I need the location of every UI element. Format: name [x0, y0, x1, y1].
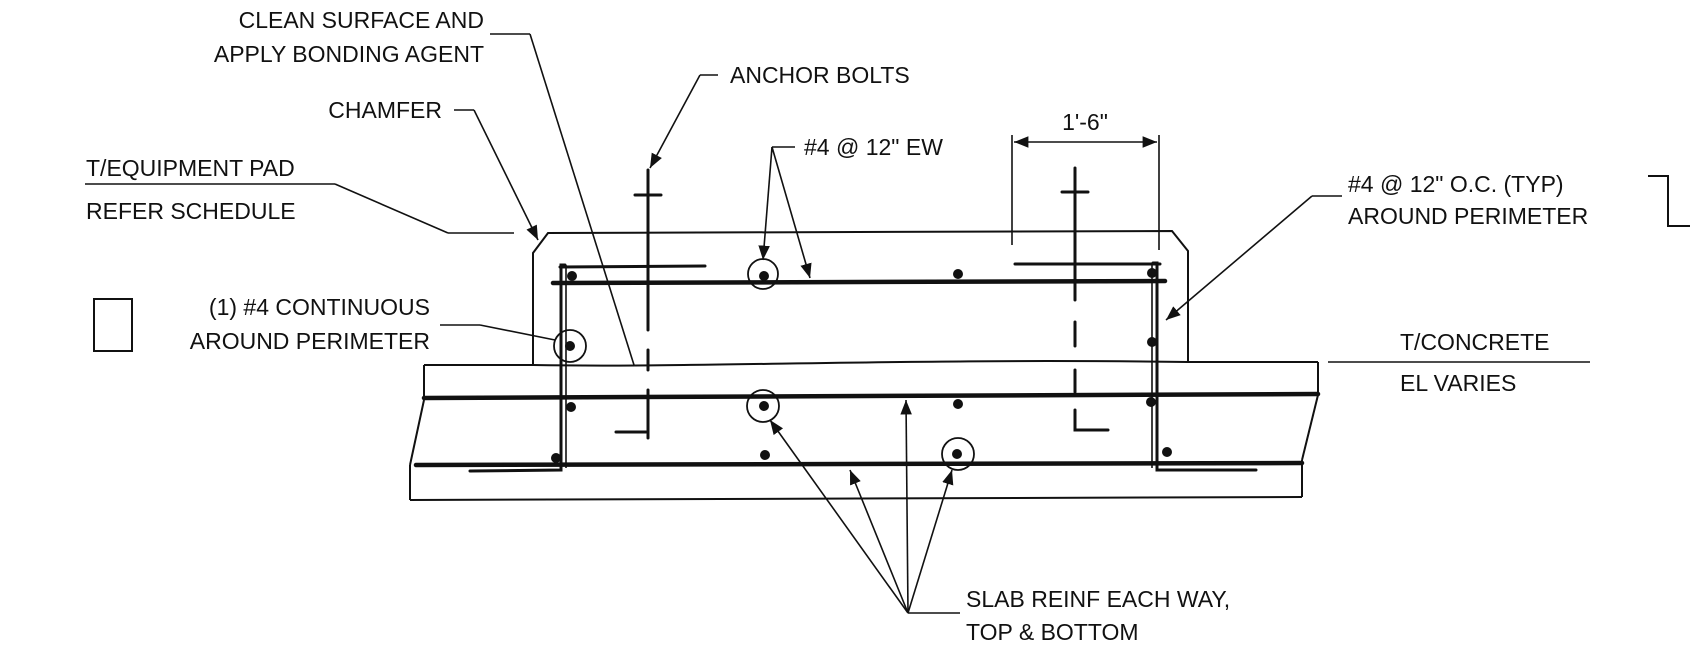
slab-top-rebar [421, 391, 1321, 401]
rebar-dots [551, 268, 1172, 463]
perimeter-typ-label-line2: AROUND PERIMETER [1348, 203, 1588, 229]
slab-bottom-rebar [413, 460, 1305, 468]
perimeter-stirrup-left [468, 263, 567, 473]
tconcrete-label: T/CONCRETE [1400, 329, 1550, 355]
tequipment-pad-label: T/EQUIPMENT PAD [86, 155, 295, 181]
clean-surface-label-line2: APPLY BONDING AGENT [214, 41, 484, 67]
chamfer-label: CHAMFER [328, 97, 442, 123]
dimension-line [1011, 135, 1160, 250]
top-rebar-label: #4 @ 12" EW [804, 134, 943, 160]
clean-surface-label-line1: CLEAN SURFACE AND [239, 7, 484, 33]
slab-reinf-label-line1: SLAB REINF EACH WAY, [966, 586, 1230, 612]
refer-schedule-label: REFER SCHEDULE [86, 198, 296, 224]
continuous-bar-symbol [93, 298, 133, 352]
slab-outline [409, 360, 1319, 501]
leader-chamfer [454, 109, 539, 241]
leader-clean-surface [490, 33, 635, 366]
anchor-bolts-label: ANCHOR BOLTS [730, 62, 910, 88]
equipment-pad-outline [532, 229, 1189, 365]
continuous-label-line1: (1) #4 CONTINUOUS [209, 294, 430, 320]
section-bracket [1648, 175, 1690, 227]
leader-tequipment [85, 183, 514, 234]
leader-perimeter-typ [1165, 195, 1342, 321]
leader-slab-reinf [769, 399, 960, 614]
slab-reinf-label-line2: TOP & BOTTOM [966, 619, 1139, 645]
perimeter-stirrup-right [1151, 261, 1258, 472]
el-varies-label: EL VARIES [1400, 370, 1516, 396]
perimeter-typ-label-line1: #4 @ 12" O.C. (TYP) [1348, 171, 1564, 197]
leader-top-rebar [758, 146, 812, 279]
leader-anchor-bolts [649, 74, 718, 169]
leader-continuous [440, 324, 556, 341]
continuous-label-line2: AROUND PERIMETER [190, 328, 430, 354]
dimension-label: 1'-6" [1062, 109, 1108, 135]
pad-top-rebar [550, 262, 1168, 286]
anchor-bolt-left [614, 168, 663, 440]
anchor-bolt-right [1060, 166, 1110, 432]
